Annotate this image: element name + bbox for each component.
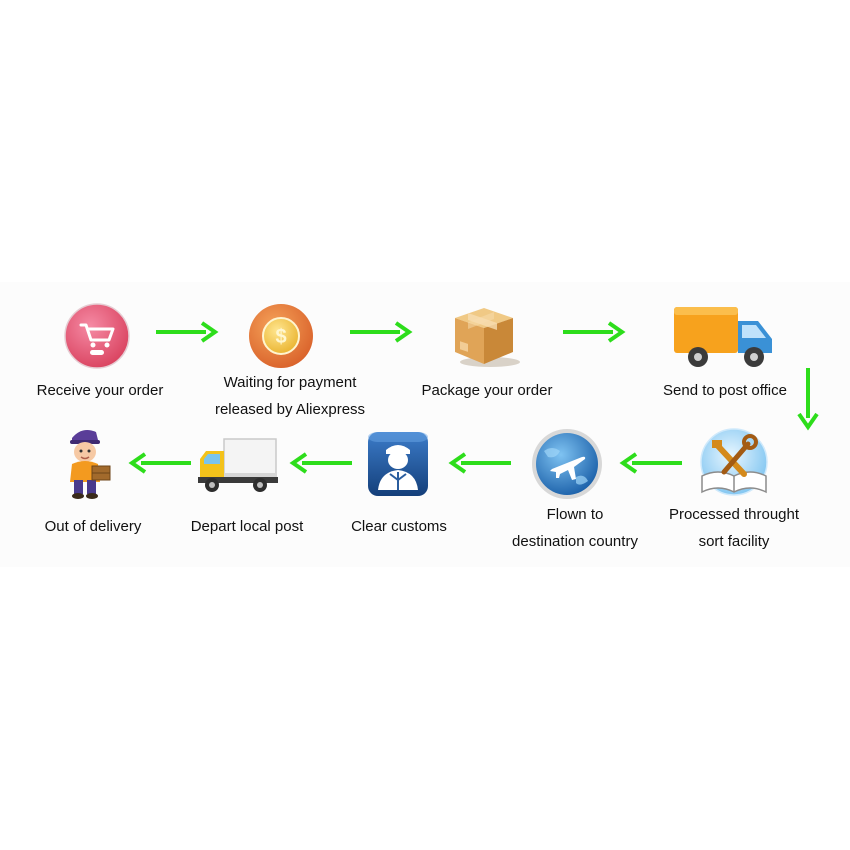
arrow-left-4 [128, 452, 191, 474]
step-flown-destination-label-line2: destination country [512, 533, 638, 550]
step-out-of-delivery-label: Out of delivery [44, 518, 142, 535]
customs-officer-icon [368, 432, 428, 496]
step-send-post-office-label: Send to post office [663, 382, 787, 399]
courier-icon [70, 430, 111, 499]
svg-text:$: $ [275, 326, 286, 348]
step-flown-destination-label-line1: Flown to [546, 506, 604, 523]
step-sort-facility-label-line2: sort facility [698, 533, 770, 550]
coin-icon: $ [249, 304, 313, 368]
step-sort-facility-label-line1: Processed throught [668, 506, 800, 523]
arrow-right-1 [156, 321, 219, 343]
step-clear-customs-label: Clear customs [351, 518, 447, 535]
box-truck-icon [198, 438, 278, 492]
arrow-left-2 [448, 452, 511, 474]
cart-icon [64, 303, 130, 369]
arrow-left-3 [289, 452, 352, 474]
arrow-right-3 [563, 321, 626, 343]
arrow-right-2 [350, 321, 413, 343]
step-waiting-payment-label-line1: Waiting for payment [223, 374, 357, 391]
step-waiting-payment-label-line2: released by Aliexpress [214, 401, 366, 418]
step-depart-local-post-label: Depart local post [190, 518, 304, 535]
step-package-order-label: Package your order [421, 382, 553, 399]
globe-airplane-icon [532, 429, 602, 499]
delivery-van-icon [674, 307, 772, 367]
arrow-down [797, 368, 819, 431]
step-receive-order-label: Receive your order [36, 382, 164, 399]
package-box-icon [455, 308, 520, 367]
arrow-left-1 [619, 452, 682, 474]
tools-book-icon [700, 428, 768, 496]
